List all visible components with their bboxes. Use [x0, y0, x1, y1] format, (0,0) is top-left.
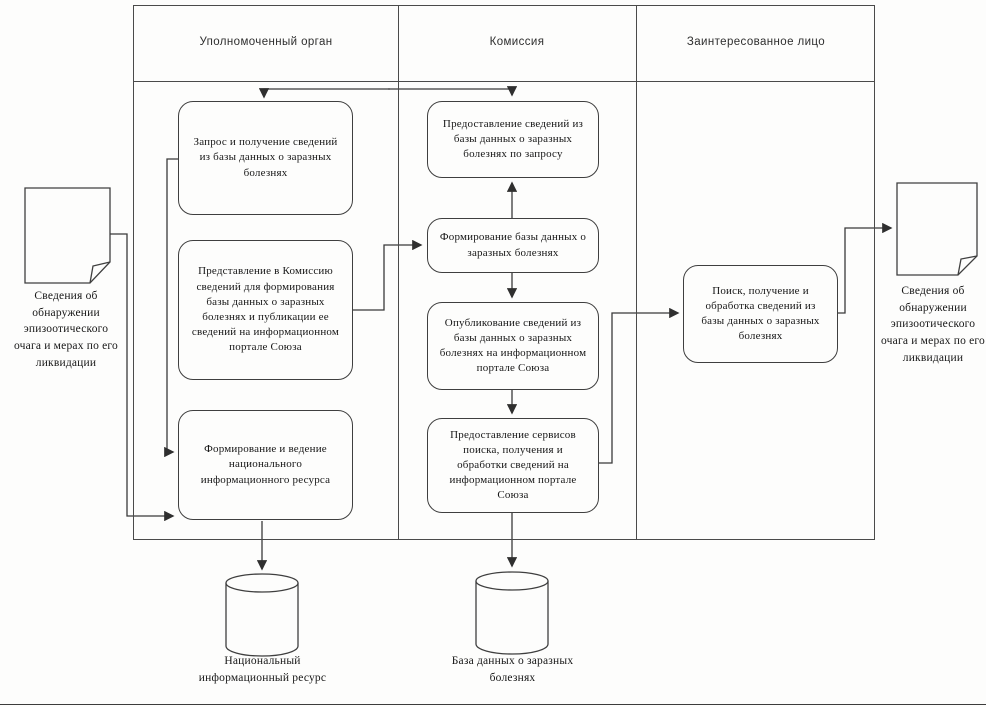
- process-box-provide-info-on-request: Предоставление сведений из базы данных о…: [427, 101, 599, 178]
- process-box-provide-services: Предоставление сервисов поиска, получени…: [427, 418, 599, 513]
- process-box-form-database: Формирование базы данных о заразных боле…: [427, 218, 599, 273]
- connector-exchange-to-provide-box: [388, 86, 518, 97]
- connector-document-to-national-resource: [110, 233, 175, 522]
- database-cylinder-right-top: [475, 571, 549, 591]
- document-shape-right: [896, 182, 978, 276]
- process-box-submit-to-commission: Представление в Комиссию сведений для фо…: [178, 240, 353, 380]
- lane-divider-1: [398, 6, 399, 539]
- document-label-left: Сведения об обнаружении эпизоотического …: [14, 290, 118, 369]
- database-cylinder-right-body: [475, 581, 549, 655]
- database-cylinder-left-body: [225, 583, 299, 657]
- page-edge-line: [0, 704, 986, 705]
- lane-divider-2: [636, 6, 637, 539]
- process-box-maintain-national-resource: Формирование и ведение национального инф…: [178, 410, 353, 520]
- lane-header-interested-person: Заинтересованное лицо: [686, 36, 826, 48]
- database-label-national-resource: Национальный информационный ресурс: [198, 655, 327, 684]
- connector-services-to-search: [599, 307, 680, 464]
- process-box-publish-info: Опубликование сведений из базы данных о …: [427, 302, 599, 390]
- connector-exchange-to-request-box: [258, 88, 390, 99]
- connector-search-to-document: [838, 222, 893, 314]
- swimlane-table: Уполномоченный орган Комиссия Заинтересо…: [133, 5, 875, 540]
- lane-header-commission: Комиссия: [489, 36, 545, 48]
- database-cylinder-left-top: [225, 573, 299, 593]
- document-fold-right-icon: [957, 255, 978, 276]
- lane-header-authorized-body: Уполномоченный орган: [199, 36, 333, 48]
- database-label-diseases: База данных о заразных болезнях: [451, 655, 574, 684]
- document-shape-left: [24, 187, 111, 284]
- lane-header-divider: [134, 81, 874, 82]
- connector-request-to-national-resource: [164, 158, 178, 458]
- process-box-search-process-info: Поиск, получение и обработка сведений из…: [683, 265, 838, 363]
- process-box-request-info: Запрос и получение сведений из базы данн…: [178, 101, 353, 215]
- document-label-right: Сведения об обнаружении эпизоотического …: [881, 285, 985, 364]
- document-fold-left-icon: [89, 261, 111, 284]
- connector-submit-to-form-database: [353, 239, 423, 311]
